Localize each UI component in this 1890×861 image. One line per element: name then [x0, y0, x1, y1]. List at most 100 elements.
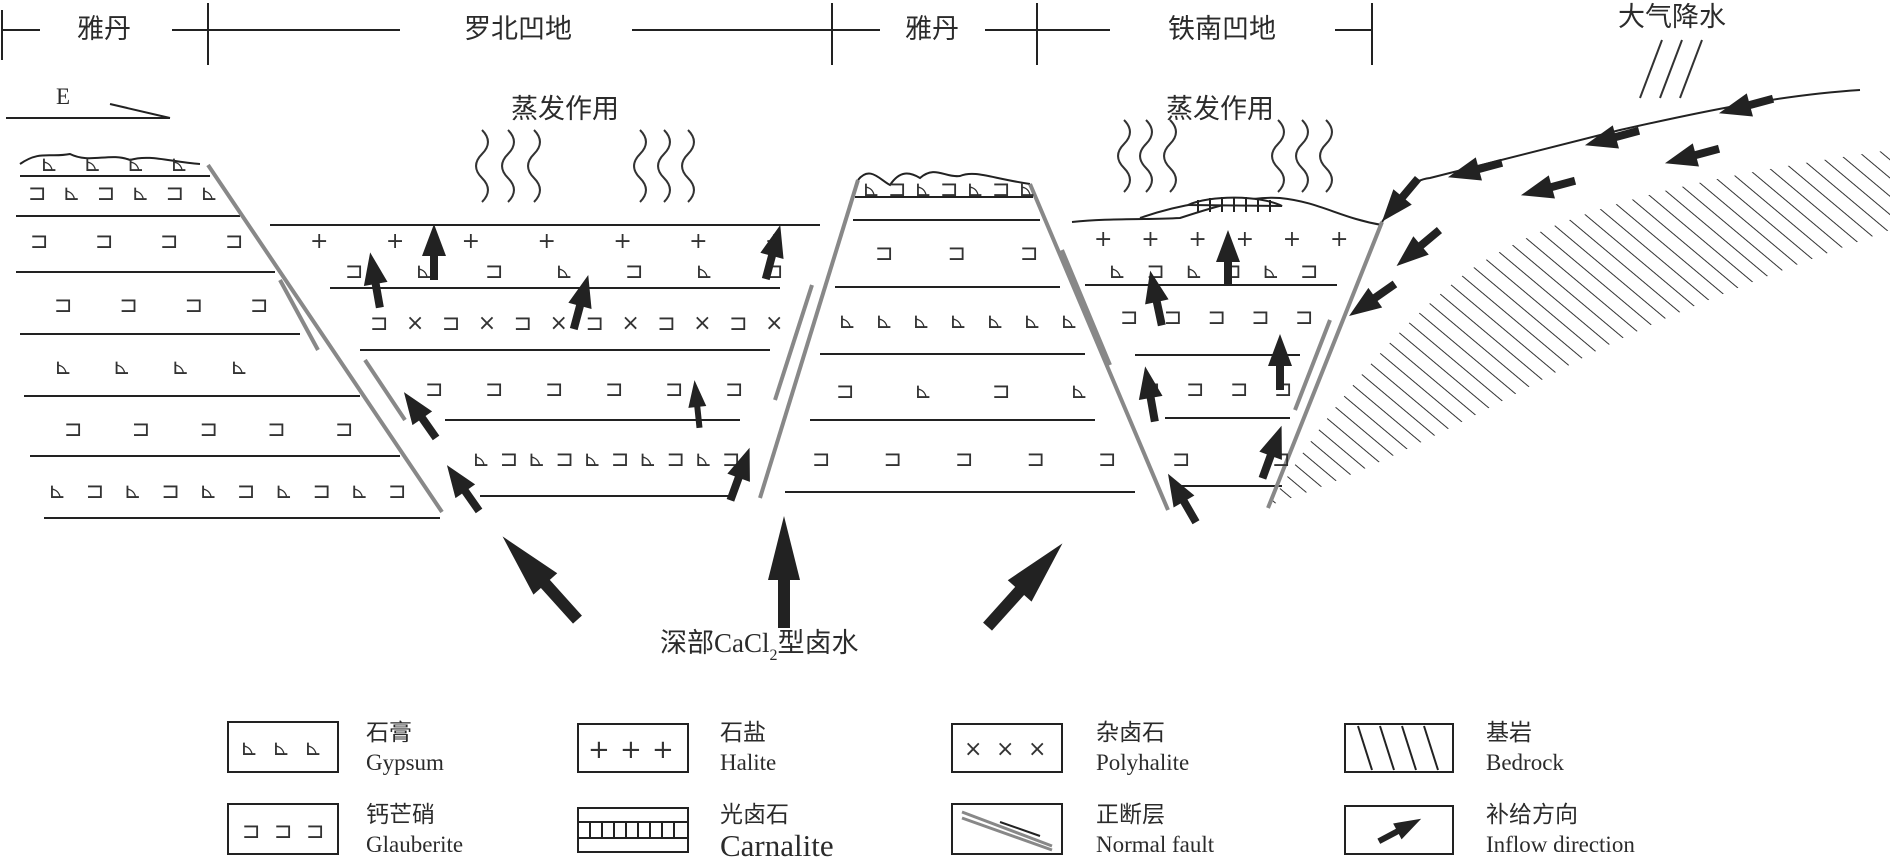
- lithology-symbol: ⊐: [940, 177, 958, 202]
- lithology-symbol: ×: [478, 311, 496, 336]
- lithology-symbol: ⊐: [388, 479, 406, 504]
- lithology-symbol: ⊐: [725, 377, 743, 402]
- legend-swatch-carnalite: [577, 807, 689, 853]
- legend-halite-en: Halite: [720, 750, 776, 775]
- lithology-symbol: ⊐: [605, 377, 623, 402]
- lithology-symbol: ⊐: [166, 181, 184, 206]
- evaporation-label-luobei: 蒸发作用: [511, 94, 619, 125]
- lithology-symbol: ⊐: [500, 447, 518, 472]
- lithology-symbol: ⊐: [1020, 241, 1038, 266]
- lithology-symbol: ⊾: [949, 309, 967, 334]
- svg-text:+: +: [620, 735, 642, 765]
- svg-text:⊾: ⊾: [304, 736, 322, 761]
- lithology-symbol: ⊾: [1108, 259, 1126, 284]
- svg-text:⊐: ⊐: [274, 819, 292, 844]
- legend-bedrock-en: Bedrock: [1486, 750, 1564, 775]
- lithology-symbol: ⊾: [199, 479, 217, 504]
- lithology-symbol: ⊾: [83, 152, 101, 177]
- lithology-symbol: ⊐: [267, 417, 285, 442]
- lithology-symbol: ⊐: [884, 447, 902, 472]
- carnalite-lens: [1187, 196, 1283, 212]
- lithology-symbol: ⊾: [124, 479, 142, 504]
- lithology-symbol: ⊾: [528, 447, 546, 472]
- lithology-symbol: ×: [693, 311, 711, 336]
- lithology-symbol: ⊐: [161, 479, 179, 504]
- svg-text:+: +: [652, 735, 674, 765]
- lithology-symbol: ⊐: [812, 447, 830, 472]
- polyhalite-symbol-icon: × × ×: [964, 737, 1046, 762]
- lithology-symbol: ⊐: [312, 479, 330, 504]
- lithology-symbol: ⊐: [185, 293, 203, 318]
- lithology-symbol: +: [1094, 227, 1112, 252]
- lithology-symbol: ⊾: [171, 355, 189, 380]
- legend-swatch-polyhalite: [951, 723, 1063, 773]
- legend-inflow-en: Inflow direction: [1486, 832, 1635, 857]
- lithology-symbol: +: [1188, 227, 1206, 252]
- lithology-symbol: ⊾: [1023, 309, 1041, 334]
- lithology-symbol: ⊾: [48, 479, 66, 504]
- lithology-symbol: +: [613, 229, 631, 254]
- lithology-symbol: ⊾: [695, 259, 713, 284]
- lithology-symbol: ⊐: [370, 311, 388, 336]
- lithology-symbol: ⊐: [250, 293, 268, 318]
- normal-fault-icon: [961, 810, 1053, 852]
- luobei-depression-strata: [270, 224, 820, 497]
- lithology-symbol: ⊐: [54, 293, 72, 318]
- svg-text:⊾: ⊾: [240, 736, 258, 761]
- lithology-symbol: ⊐: [237, 479, 255, 504]
- deep-brine-label: 深部CaCl2型卤水: [660, 628, 859, 664]
- lithology-symbol: ⊐: [30, 229, 48, 254]
- lithology-symbol: ⊐: [992, 379, 1010, 404]
- lithology-symbol: ⊾: [1185, 259, 1203, 284]
- lithology-symbol: ⊾: [555, 259, 573, 284]
- lithology-symbol: ⊾: [583, 447, 601, 472]
- lithology-symbol: ⊐: [625, 259, 643, 284]
- svg-text:⊐: ⊐: [306, 819, 324, 844]
- lithology-symbol: ⊐: [992, 177, 1010, 202]
- lithology-symbol: ⊐: [585, 311, 603, 336]
- legend-swatch-bedrock: [1344, 723, 1454, 773]
- bedrock-hatch-icon: [1357, 725, 1439, 771]
- lithology-symbol: +: [538, 229, 556, 254]
- lithology-symbol: ×: [406, 311, 424, 336]
- lithology-symbol: +: [462, 229, 480, 254]
- lithology-symbol: ⊾: [472, 447, 490, 472]
- left-yardang-block: [16, 152, 440, 519]
- lithology-symbol: ⊾: [966, 177, 984, 202]
- lithology-symbol: ⊐: [1230, 377, 1248, 402]
- lithology-symbol: ⊐: [1300, 259, 1318, 284]
- lithology-symbol: ⊾: [1060, 309, 1078, 334]
- lithology-symbol: ⊐: [729, 311, 747, 336]
- precipitation-label: 大气降水: [1618, 2, 1726, 33]
- lithology-symbol: ⊐: [948, 241, 966, 266]
- lithology-symbol: ⊐: [1295, 305, 1313, 330]
- lithology-symbol: +: [1283, 227, 1301, 252]
- lithology-symbol: ⊾: [275, 479, 293, 504]
- gypsum-symbol-icon: ⊾ ⊾ ⊾: [240, 736, 322, 761]
- lithology-symbol: ⊾: [54, 355, 72, 380]
- legend: ⊾ ⊾ ⊾ 石膏 Gypsum + + + 石盐 Halite × × × 杂卤…: [227, 720, 1635, 861]
- lithology-symbol: ⊐: [200, 417, 218, 442]
- lithology-symbol: ⊐: [1208, 305, 1226, 330]
- direction-arrow-icon: E: [6, 84, 171, 119]
- lithology-symbol: ⊐: [28, 181, 46, 206]
- lithology-symbol: ⊾: [1018, 177, 1036, 202]
- legend-carnalite-cn: 光卤石: [720, 802, 789, 828]
- lithology-symbol: ⊐: [1251, 305, 1269, 330]
- lithology-symbol: +: [1236, 227, 1254, 252]
- region-header-bar: 雅丹 罗北凹地 雅丹 铁南凹地 大气降水: [1, 2, 1726, 65]
- lithology-symbol: +: [689, 229, 707, 254]
- lithology-symbol: ⊐: [485, 259, 503, 284]
- lithology-symbol: ⊐: [160, 229, 178, 254]
- legend-glauberite-en: Glauberite: [366, 832, 463, 857]
- lithology-symbol: ⊐: [555, 447, 573, 472]
- legend-normal-fault-cn: 正断层: [1096, 802, 1165, 828]
- lithology-symbol: ⊐: [1027, 447, 1045, 472]
- lithology-symbol: ×: [765, 311, 783, 336]
- lithology-symbol: ⊾: [639, 447, 657, 472]
- lithology-symbol: ⊐: [836, 379, 854, 404]
- lithology-symbol: ⊾: [170, 152, 188, 177]
- bedrock-hatch: [1270, 150, 1890, 505]
- carnalite-symbol-icon: [578, 821, 688, 839]
